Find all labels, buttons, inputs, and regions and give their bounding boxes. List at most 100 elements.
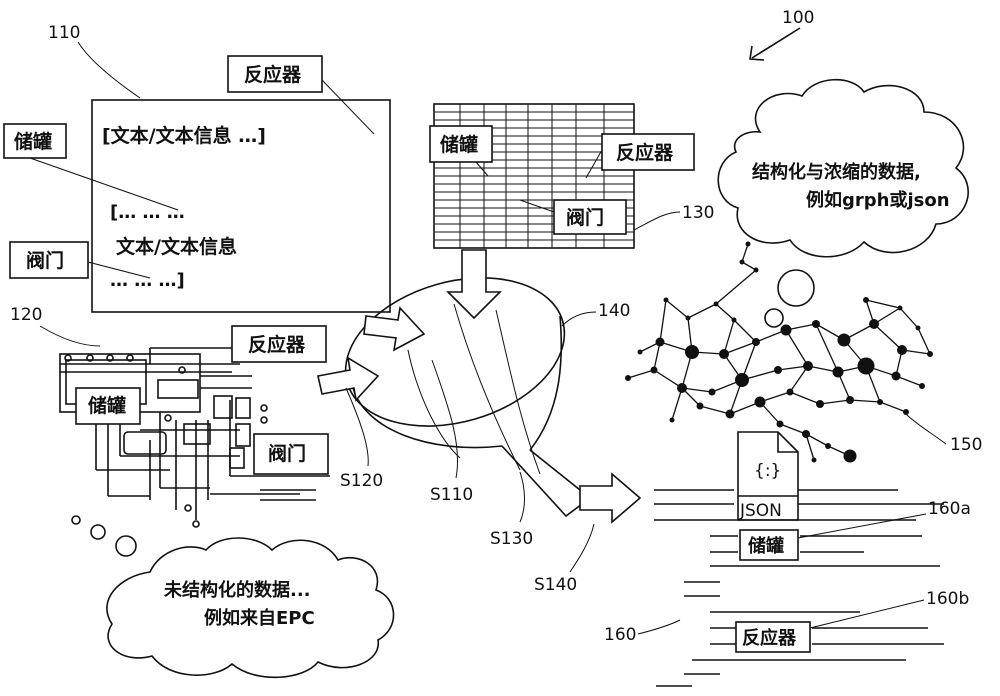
doc-line-4: … … …] — [110, 270, 185, 291]
graph-edge — [653, 341, 661, 371]
graph-node — [869, 319, 879, 329]
graph-edge — [873, 307, 901, 325]
json-file-icon — [737, 431, 799, 521]
graph-node — [650, 366, 658, 374]
step-s110: S110 — [430, 485, 473, 505]
graph-edge — [733, 319, 757, 343]
graph-node — [803, 361, 813, 371]
graph-node — [802, 430, 810, 438]
graph-node — [739, 259, 745, 265]
graph-edge — [895, 375, 923, 387]
ref-150: 150 — [950, 435, 982, 455]
ref-100-arrow — [749, 27, 801, 61]
table-tank-tag: 储罐 — [440, 133, 478, 156]
doc-line-3: 文本/文本信息 — [116, 235, 237, 258]
ref-140: 140 — [598, 301, 630, 321]
ref-160-leader — [637, 619, 681, 635]
cloud-unstructured-line-2: 例如来自EPC — [204, 607, 315, 629]
ref-110: 110 — [48, 23, 80, 43]
graph-nodes — [625, 241, 933, 463]
graph-node — [891, 371, 901, 381]
s140-leader — [569, 523, 595, 573]
graph-node — [745, 241, 751, 247]
doc-valve-tag: 阀门 — [26, 249, 64, 272]
table-reactor-leader — [585, 149, 603, 179]
ref-160a: 160a — [928, 499, 971, 519]
graph-edge — [715, 269, 757, 305]
ref-160b: 160b — [926, 589, 969, 609]
graph-edge — [879, 401, 907, 413]
pid-valve-tag-box — [253, 433, 329, 475]
arrow-doc-to-funnel — [363, 306, 426, 352]
table-reactor-tag: 反应器 — [616, 141, 674, 164]
graph-edge — [715, 303, 735, 321]
s130-leader — [519, 471, 525, 523]
arrow-pid-to-funnel — [317, 356, 380, 402]
graph-node — [719, 349, 729, 359]
document-frame — [91, 99, 391, 313]
graph-node — [685, 315, 691, 321]
ref-110-leader — [77, 41, 141, 99]
pid-reactor-tag: 反应器 — [248, 333, 306, 356]
ref-160a-leader — [797, 513, 927, 539]
s110-leader — [431, 359, 459, 479]
ref-130: 130 — [682, 203, 714, 223]
graph-edge — [741, 243, 749, 263]
graph-edge — [917, 327, 931, 355]
graph-node — [685, 345, 699, 359]
table-reactor-tag-box — [601, 133, 695, 171]
graph-edge — [789, 365, 809, 393]
graph-node — [832, 366, 844, 378]
structured-bubble-large — [777, 269, 815, 307]
doc-tank-tag-box — [3, 123, 67, 159]
graph-edge — [819, 399, 851, 405]
graph-node — [708, 388, 716, 396]
graph-node — [846, 396, 854, 404]
table-valve-leader — [519, 199, 555, 213]
arrow-funnel-to-output — [579, 472, 642, 524]
graph-node — [903, 409, 909, 415]
graph-edge — [805, 433, 815, 461]
doc-line-1: [文本/文本信息 …] — [102, 124, 266, 147]
pid-reactor-tag-box — [231, 325, 327, 363]
arrow-table-to-funnel — [446, 249, 502, 320]
s120-leader — [345, 387, 369, 467]
pid-tank-tag-box — [75, 387, 141, 425]
graph-node — [843, 449, 857, 463]
graph-edge — [699, 405, 731, 415]
graph-edge — [653, 369, 683, 389]
doc-valve-leader — [87, 261, 151, 279]
graph-node — [752, 338, 760, 346]
doc-tank-leader — [29, 157, 179, 211]
graph-node — [625, 375, 631, 381]
ref-140-leader — [561, 311, 597, 327]
table-tank-tag-box — [429, 125, 493, 163]
pid-valve-tag: 阀门 — [268, 442, 306, 465]
graph-node — [677, 383, 687, 393]
cloud-structured-outline — [717, 78, 969, 258]
graph-edge — [659, 299, 667, 343]
ref-120: 120 — [10, 305, 42, 325]
cloud-unstructured-line-1: 未结构化的数据... — [164, 579, 311, 601]
ref-130-leader — [633, 211, 681, 231]
graph-node — [877, 399, 883, 405]
doc-reactor-leader — [321, 79, 375, 135]
doc-reactor-tag-box — [227, 55, 323, 93]
output-lines — [654, 489, 944, 687]
cloud-unstructured-outline — [106, 537, 395, 679]
graph-node — [735, 373, 749, 387]
graph-edge — [627, 369, 655, 379]
table-valve-tag: 阀门 — [566, 206, 604, 229]
graph-edge — [873, 323, 903, 351]
doc-reactor-tag: 反应器 — [244, 63, 302, 86]
graph-edge — [789, 391, 821, 405]
graph-node — [753, 267, 759, 273]
graph-node — [731, 317, 737, 323]
graph-node — [927, 351, 933, 357]
bubble-medium — [90, 524, 106, 540]
graph-node — [816, 400, 824, 408]
graph-node — [754, 396, 766, 408]
graph-node — [897, 305, 903, 311]
graph-node — [811, 457, 817, 463]
